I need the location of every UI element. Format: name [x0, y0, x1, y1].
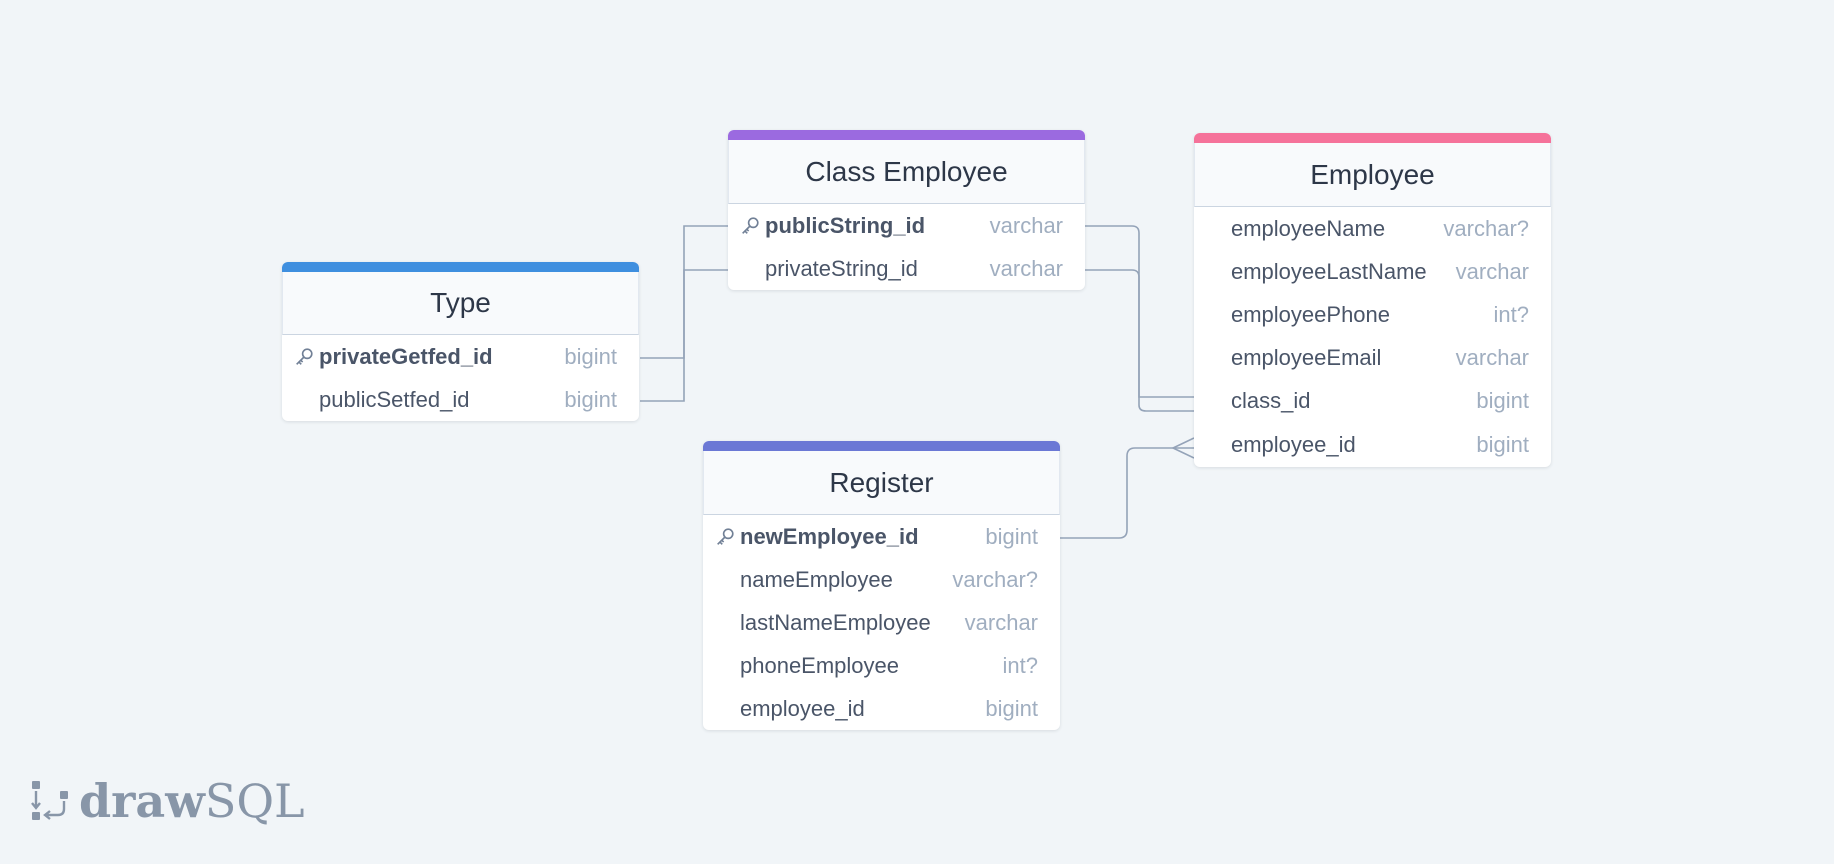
logo-text-sql: SQL — [204, 774, 305, 828]
drawsql-logo-icon — [31, 781, 68, 820]
table-title: Class Employee — [805, 156, 1008, 187]
column-type: bigint — [564, 386, 617, 412]
column-row[interactable]: employeeEmail varchar — [1194, 336, 1551, 379]
table-header[interactable]: Employee — [1194, 143, 1551, 207]
key-icon — [742, 216, 759, 234]
column-row[interactable]: class_id bigint — [1194, 379, 1551, 422]
column-name: privateGetfed_id — [319, 343, 493, 369]
column-row[interactable]: privateGetfed_id bigint — [282, 335, 639, 378]
table-employee[interactable]: Employee employeeName varchar? employeeL… — [1194, 133, 1551, 467]
drawsql-logo-text: drawSQL — [79, 774, 305, 828]
column-name: nameEmployee — [740, 566, 893, 592]
table-accent-bar — [282, 262, 639, 272]
column-name: lastNameEmployee — [740, 609, 931, 635]
key-icon — [717, 527, 734, 545]
relation-class-employee-employee-1 — [1084, 225, 1194, 398]
column-type: varchar — [1455, 344, 1529, 370]
table-class-employee[interactable]: Class Employee publicString_id varchar p… — [728, 130, 1085, 290]
column-type: varchar? — [952, 566, 1038, 592]
relation-register-employee — [1060, 447, 1194, 539]
column-type: bigint — [985, 523, 1038, 549]
column-type: bigint — [1476, 431, 1529, 457]
key-icon — [296, 347, 313, 365]
column-row[interactable]: employeePhone int? — [1194, 293, 1551, 336]
column-name: publicString_id — [765, 212, 926, 238]
column-type: varchar — [964, 609, 1038, 635]
column-name: publicSetfed_id — [319, 386, 470, 412]
column-name: employeeLastName — [1231, 258, 1427, 284]
column-row[interactable]: newEmployee_id bigint — [703, 515, 1060, 558]
column-row[interactable]: employeeLastName varchar — [1194, 250, 1551, 293]
column-name: phoneEmployee — [740, 652, 900, 678]
table-title: Employee — [1310, 159, 1435, 190]
column-row[interactable]: employee_id bigint — [703, 687, 1060, 730]
column-type: varchar — [989, 255, 1063, 281]
table-title: Register — [829, 467, 934, 498]
column-name: privateString_id — [765, 255, 918, 281]
column-name: employee_id — [740, 695, 865, 721]
column-type: int? — [1493, 301, 1529, 327]
column-type: varchar — [989, 212, 1063, 238]
column-row[interactable]: nameEmployee varchar? — [703, 558, 1060, 601]
column-type: varchar — [1455, 258, 1529, 284]
relation-type-class-employee-2 — [640, 269, 728, 402]
column-row[interactable]: privateString_id varchar — [728, 247, 1085, 290]
drawsql-logo: drawSQL — [30, 774, 305, 828]
logo-text-draw: draw — [79, 774, 205, 828]
table-accent-bar — [703, 441, 1060, 451]
column-name: employeePhone — [1231, 301, 1391, 327]
table-type[interactable]: Type privateGetfed_id bigint publicSetfe… — [282, 262, 639, 421]
table-header[interactable]: Register — [703, 451, 1060, 515]
column-name: employeeName — [1231, 215, 1386, 241]
table-accent-bar — [728, 130, 1085, 140]
column-type: bigint — [564, 343, 617, 369]
column-name: class_id — [1231, 387, 1311, 413]
column-type: int? — [1002, 652, 1038, 678]
table-accent-bar — [1194, 133, 1551, 143]
column-row[interactable]: employeeName varchar? — [1194, 207, 1551, 250]
table-title: Type — [430, 287, 491, 318]
column-name: newEmployee_id — [740, 523, 919, 549]
column-type: varchar? — [1443, 215, 1529, 241]
table-header[interactable]: Type — [282, 272, 639, 335]
column-row[interactable]: publicSetfed_id bigint — [282, 378, 639, 421]
column-row[interactable]: phoneEmployee int? — [703, 644, 1060, 687]
column-name: employeeEmail — [1231, 344, 1382, 370]
column-name: employee_id — [1231, 431, 1356, 457]
relation-class-employee-employee-2 — [1084, 269, 1194, 412]
column-row[interactable]: lastNameEmployee varchar — [703, 601, 1060, 644]
column-type: bigint — [985, 695, 1038, 721]
column-type: bigint — [1476, 387, 1529, 413]
column-row[interactable]: employee_id bigint — [1194, 422, 1551, 467]
column-row[interactable]: publicString_id varchar — [728, 204, 1085, 247]
crows-foot-icon — [1171, 437, 1195, 459]
table-register[interactable]: Register newEmployee_id bigint nameEmplo… — [703, 441, 1060, 730]
table-header[interactable]: Class Employee — [728, 140, 1085, 204]
